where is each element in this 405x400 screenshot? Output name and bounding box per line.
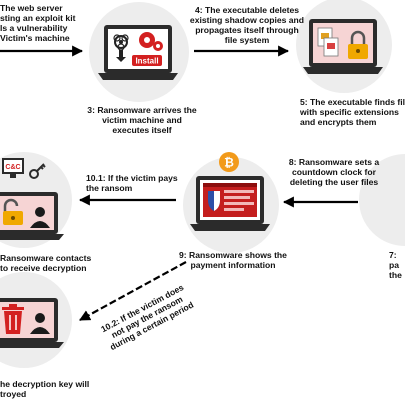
- node-contacts-cnc: C&C: [0, 152, 72, 248]
- svg-text:₿: ₿: [224, 156, 234, 170]
- install-button-icon: Install: [132, 55, 162, 66]
- step-7-label: 7:pa the: [389, 250, 402, 280]
- shield-icon: [208, 191, 220, 211]
- node-partial-right: [359, 154, 405, 246]
- trash-can-icon: [2, 304, 24, 334]
- bitcoin-icon: ₿: [219, 152, 239, 172]
- document-icon: [317, 27, 339, 57]
- download-arrow-icon: [116, 50, 126, 62]
- gear-icon: [139, 32, 163, 51]
- computer-icon: [2, 158, 24, 178]
- arrow-to-step-10-2: [79, 261, 187, 321]
- padlock-icon: [3, 198, 23, 225]
- hacker-icon: [30, 313, 50, 334]
- hacker-icon: [30, 207, 50, 228]
- node-ransomware-arrives: Install: [89, 2, 189, 102]
- node-encrypts-files: [296, 0, 392, 93]
- padlock-icon: [348, 30, 368, 59]
- laptop-icon: [303, 19, 383, 74]
- node-circle: [359, 154, 405, 246]
- node-payment-info: ₿: [183, 152, 279, 253]
- node-key-destroyed: [0, 272, 72, 368]
- install-label: Install: [135, 57, 158, 66]
- key-icon: [29, 163, 46, 179]
- cnc-label: C&C: [5, 164, 20, 171]
- laptop-icon: [98, 25, 178, 80]
